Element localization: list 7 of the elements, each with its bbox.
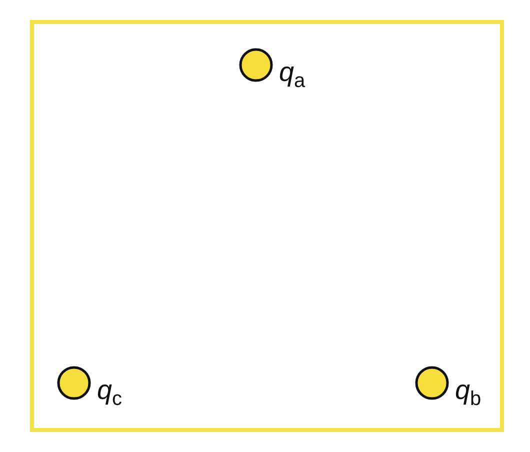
frame-box [30,20,504,432]
charge-label: q$_{b}$ [455,375,482,412]
charge-circle [415,366,449,400]
charge-label: q$_{a}$ [279,57,306,94]
charge-circle [57,366,91,400]
charge-circle [239,48,273,82]
charge-label: q$_{c}$ [97,375,122,412]
